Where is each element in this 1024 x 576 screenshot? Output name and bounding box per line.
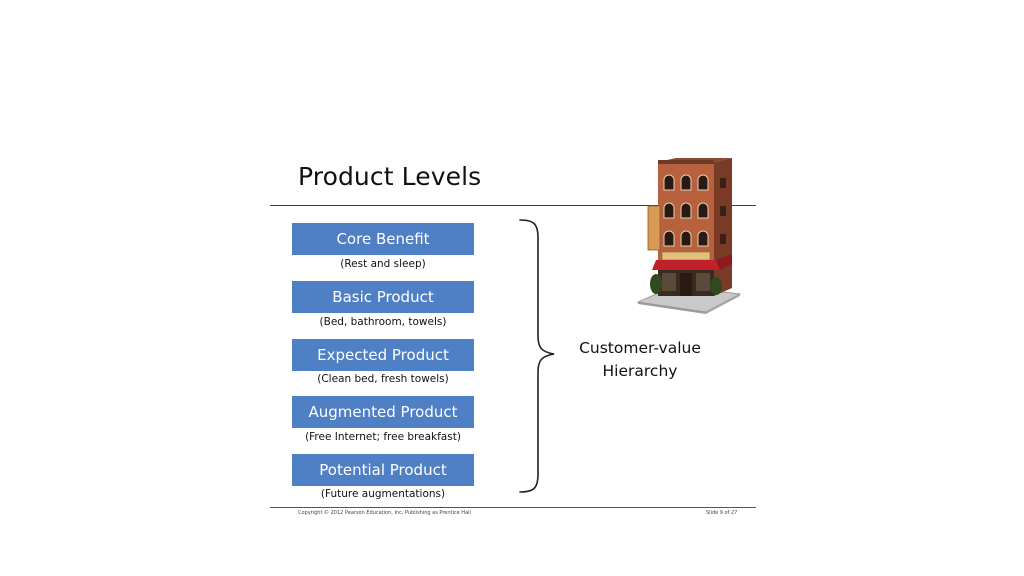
customer-value-hierarchy-label: Customer-value Hierarchy <box>570 337 710 383</box>
level-label: Core Benefit <box>336 230 430 248</box>
level-caption-core-benefit: (Rest and sleep) <box>340 258 426 270</box>
level-box-basic-product: Basic Product <box>292 281 474 313</box>
level-caption-expected-product: (Clean bed, fresh towels) <box>317 373 449 385</box>
level-caption-augmented-product: (Free Internet; free breakfast) <box>305 431 461 443</box>
footer-copyright: Copyright © 2012 Pearson Education, Inc.… <box>298 510 471 516</box>
footer-slide-number: Slide 9 of 27 <box>706 510 738 516</box>
title-divider <box>270 205 756 206</box>
level-box-expected-product: Expected Product <box>292 339 474 371</box>
level-box-augmented-product: Augmented Product <box>292 396 474 428</box>
level-box-potential-product: Potential Product <box>292 454 474 486</box>
right-brace <box>519 219 555 493</box>
level-box-core-benefit: Core Benefit <box>292 223 474 255</box>
hierarchy-line-2: Hierarchy <box>602 362 678 380</box>
footer-divider <box>270 507 756 508</box>
level-label: Basic Product <box>332 288 434 306</box>
slide-title: Product Levels <box>298 162 482 191</box>
level-label: Augmented Product <box>308 403 458 421</box>
hotel-building-icon <box>636 158 742 314</box>
level-label: Expected Product <box>317 346 449 364</box>
level-caption-potential-product: (Future augmentations) <box>320 488 446 500</box>
hierarchy-line-1: Customer-value <box>579 339 701 357</box>
level-caption-basic-product: (Bed, bathroom, towels) <box>319 316 447 328</box>
level-label: Potential Product <box>319 461 447 479</box>
